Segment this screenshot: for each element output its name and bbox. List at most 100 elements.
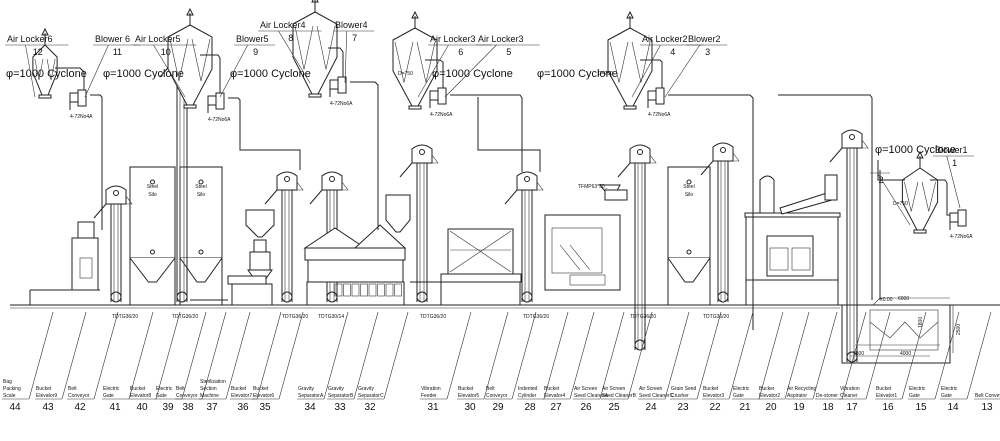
- pit-width-dim: 6000: [898, 296, 909, 302]
- elevator-code: TDTG36/20: [112, 314, 138, 320]
- pit-total-dim: 2500: [956, 324, 962, 335]
- callout-name: Air Screen: [602, 386, 626, 392]
- blower-model: 4-72No6A: [648, 112, 671, 118]
- callout-name: Blower 6: [95, 34, 130, 44]
- cyclone-label: φ=1000 Cyclone: [432, 68, 513, 80]
- cleaning-platform: [744, 174, 841, 305]
- bucket-elevator: [93, 185, 133, 303]
- callout-name: Aspirator: [787, 393, 807, 399]
- callout-name: Blower5: [236, 34, 269, 44]
- crusher-code: TFMP63*50_: [578, 184, 608, 190]
- pit-depth-dim: 1800: [918, 317, 924, 328]
- callout-number: 27: [550, 402, 562, 413]
- bucket-elevator: [829, 129, 869, 363]
- callout-number: 41: [109, 402, 121, 413]
- callout-name: De-stoner: [816, 393, 838, 399]
- callout-name: Blower2: [688, 34, 721, 44]
- callout-number: 16: [882, 402, 894, 413]
- callout-number: 22: [709, 402, 721, 413]
- callout-name: Bucket: [876, 386, 892, 392]
- elevation-mark: ±0.00: [880, 297, 893, 303]
- callout-number: 23: [677, 402, 689, 413]
- callout-name: Elevator4: [544, 393, 565, 399]
- callout-name: Gate: [733, 393, 744, 399]
- callout-number: 2: [878, 175, 883, 185]
- callout-name: Seed CleanerB: [602, 393, 637, 399]
- silo-label: Steel: [195, 184, 206, 190]
- callout-name: Indented: [518, 386, 538, 392]
- callout-number: 7: [352, 33, 357, 43]
- blower: 4-72No6A: [329, 76, 353, 107]
- callout-number: 35: [259, 402, 271, 413]
- callout-name: Conveyor: [68, 393, 90, 399]
- blower: 4-72No4A: [69, 89, 93, 120]
- callout-name: Sterilization: [200, 379, 226, 385]
- air-screen-seed-cleaner: TFMP63*50_: [544, 184, 628, 291]
- callout-top-11: Blower 611: [84, 34, 140, 98]
- callout-number: 44: [9, 402, 21, 413]
- cyclone-label: φ=1000 Cyclone: [537, 68, 618, 80]
- callout-number: 36: [237, 402, 249, 413]
- callout-name: Belt: [68, 386, 77, 392]
- indented-cylinder: [440, 228, 522, 305]
- cyclone: [901, 150, 939, 234]
- callout-number: 15: [915, 402, 927, 413]
- callout-number: 34: [304, 402, 316, 413]
- callout-name: Elevator9: [36, 393, 57, 399]
- callout-number: 21: [739, 402, 751, 413]
- callout-name: Seed CleanerA: [574, 393, 609, 399]
- silo-label: Silo: [685, 192, 694, 198]
- callout-name: Machine: [200, 393, 219, 399]
- cyclone: [607, 10, 653, 110]
- callout-name: Air Screen: [639, 386, 663, 392]
- callout-number: 1: [952, 158, 957, 168]
- callout-name: Air Recycling: [787, 386, 816, 392]
- callout-number: 33: [334, 402, 346, 413]
- callout-name: Electric: [156, 386, 173, 392]
- callout-number: 12: [33, 47, 43, 57]
- callout-number: 13: [981, 402, 993, 413]
- callout-name: Belt: [176, 386, 185, 392]
- callout-name: Seed CleanerC: [639, 393, 674, 399]
- callout-name: Air Locker5: [135, 34, 181, 44]
- bag-packing-scale: [29, 221, 100, 305]
- callout-name: Electric: [909, 386, 926, 392]
- callout-name: Gate: [909, 393, 920, 399]
- callout-name: Blower4: [335, 20, 368, 30]
- cyclone-label: φ=1000 Cyclone: [230, 68, 311, 80]
- callout-number: 6: [458, 47, 463, 57]
- elevator-code: TDTG36/20: [282, 314, 308, 320]
- callout-name: Air Screen: [574, 386, 598, 392]
- callout-number: 24: [645, 402, 657, 413]
- callout-name: Air Locker4: [260, 20, 306, 30]
- air-ducts: [55, 47, 962, 330]
- callout-number: 43: [42, 402, 54, 413]
- callout-name: Gravity: [358, 386, 374, 392]
- callout-name: Air Locker3: [478, 34, 524, 44]
- callout-name: Air Locker3: [430, 34, 476, 44]
- callout-name: Cleaner: [840, 393, 858, 399]
- pit: ±0.00 6000 1800 2500 2500 4000: [841, 296, 962, 364]
